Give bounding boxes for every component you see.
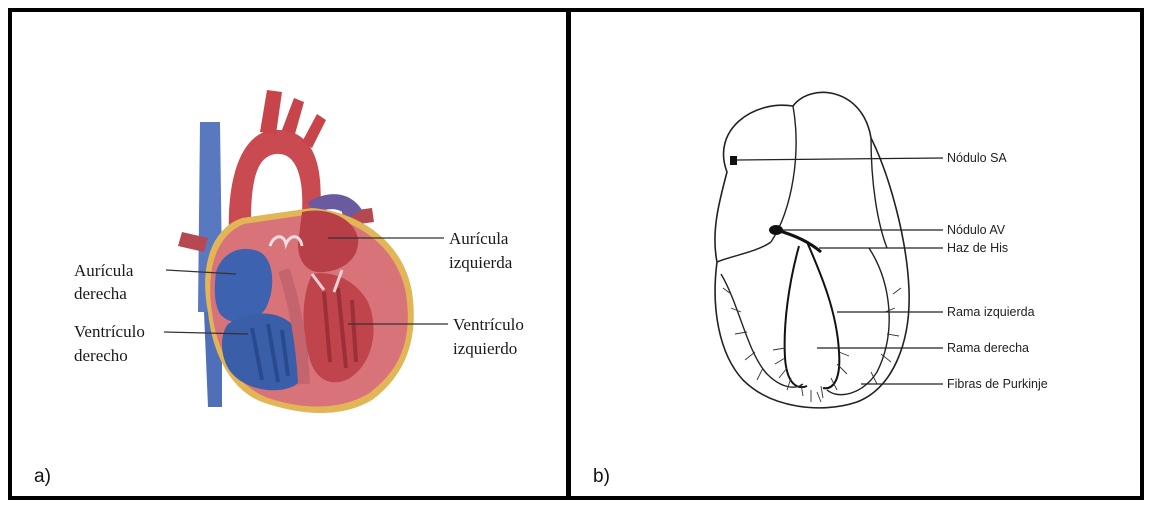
carotid-artery <box>282 98 304 134</box>
brachiocephalic-artery <box>260 90 282 134</box>
label-right-ventricle-line2: derecho <box>74 346 128 365</box>
label-sa-node: Nódulo SA <box>947 151 1007 165</box>
label-purkinje: Fibras de Purkinje <box>947 377 1048 391</box>
panel-a-letter: a) <box>34 466 51 488</box>
label-right-ventricle-line1: Ventrículo <box>74 322 145 341</box>
panel-b-conduction-system: Nódulo SA Nódulo AV Haz de His Rama izqu… <box>571 12 1140 496</box>
label-right-atrium-line2: derecha <box>74 284 127 303</box>
heart-outline <box>715 92 909 407</box>
label-right-atrium-line1: Aurícula <box>74 261 134 280</box>
heart-anatomy-illustration: Aurícula izquierda Aurícula derecha Vent… <box>12 12 566 496</box>
label-av-node: Nódulo AV <box>947 223 1006 237</box>
label-left-ventricle-line2: izquierdo <box>453 339 517 358</box>
label-left-branch: Rama izquierda <box>947 305 1035 319</box>
label-left-atrium-line2: izquierda <box>449 253 513 272</box>
panel-a-heart-anatomy: Aurícula izquierda Aurícula derecha Vent… <box>12 12 566 496</box>
panel-b-letter: b) <box>593 466 610 488</box>
label-left-ventricle-line1: Ventrículo <box>453 315 524 334</box>
subclavian-artery <box>302 114 326 148</box>
label-left-atrium-line1: Aurícula <box>449 229 509 248</box>
label-right-branch: Rama derecha <box>947 341 1029 355</box>
conduction-system-diagram: Nódulo SA Nódulo AV Haz de His Rama izqu… <box>571 12 1140 496</box>
sa-node-mark <box>730 156 737 165</box>
label-bundle-his: Haz de His <box>947 241 1008 255</box>
